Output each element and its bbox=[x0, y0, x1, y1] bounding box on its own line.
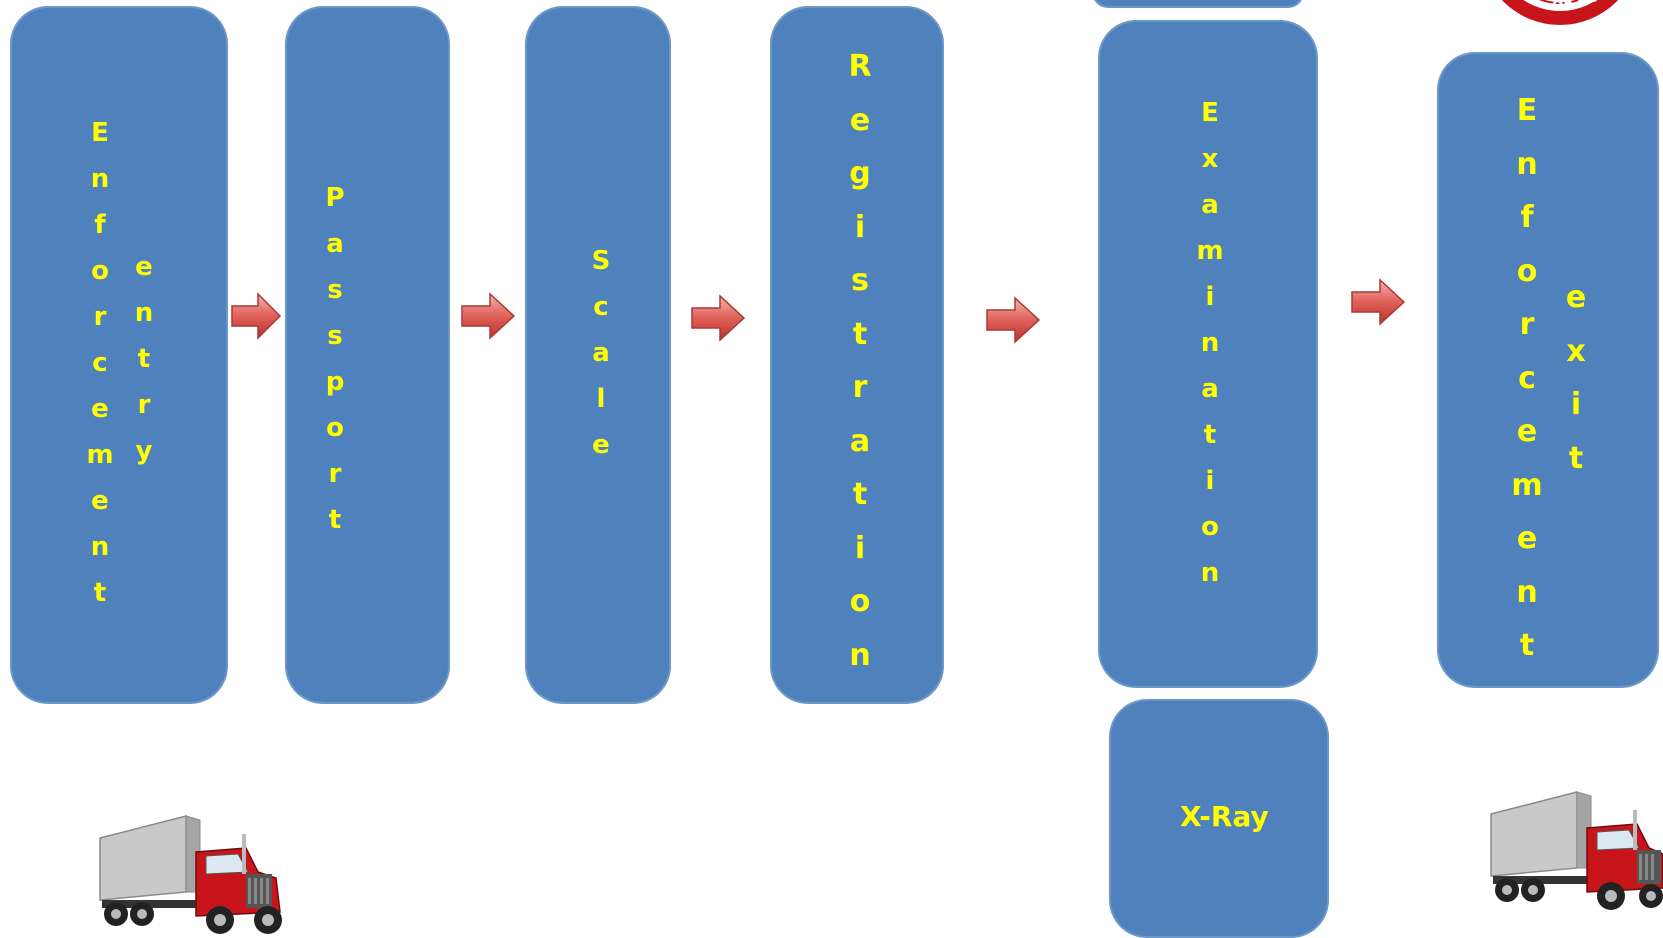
label-letter: m bbox=[86, 432, 113, 478]
enforcement-exit-box bbox=[1437, 52, 1659, 688]
label-letter: p bbox=[326, 359, 345, 405]
label-letter: g bbox=[849, 147, 870, 201]
label-letter: o bbox=[1201, 504, 1219, 550]
label-letter: P bbox=[325, 175, 344, 221]
label-letter: m bbox=[1511, 459, 1542, 513]
xray-label: X-Ray bbox=[1180, 800, 1269, 833]
label-letter: r bbox=[329, 451, 342, 497]
right-arrow-icon bbox=[460, 292, 516, 340]
customs-seal-icon: OF CUSTOMS bbox=[1460, 0, 1660, 40]
passport-box bbox=[285, 6, 450, 704]
label-letter: i bbox=[1571, 378, 1581, 432]
label-letter: s bbox=[851, 254, 869, 308]
label-letter: t bbox=[853, 468, 867, 522]
label-letter: t bbox=[1520, 619, 1534, 673]
label-letter: r bbox=[1520, 298, 1535, 352]
label-letter: n bbox=[1516, 566, 1537, 620]
label-letter: e bbox=[91, 386, 109, 432]
label-letter: i bbox=[1206, 274, 1215, 320]
label-letter: f bbox=[1520, 191, 1533, 245]
label-letter: n bbox=[849, 629, 870, 683]
label-letter: e bbox=[1517, 405, 1537, 459]
label-letter: n bbox=[1201, 320, 1220, 366]
right-arrow-icon bbox=[985, 296, 1041, 344]
label-letter: f bbox=[94, 202, 105, 248]
truck-icon bbox=[1487, 788, 1663, 914]
label-letter: a bbox=[592, 330, 610, 376]
label-letter: n bbox=[1516, 138, 1537, 192]
label-letter: n bbox=[135, 290, 154, 336]
label-letter: a bbox=[850, 415, 870, 469]
label-letter: m bbox=[1196, 228, 1223, 274]
right-arrow-icon bbox=[690, 294, 746, 342]
label-letter: s bbox=[327, 313, 342, 359]
label-letter: t bbox=[138, 336, 150, 382]
label-letter: i bbox=[1206, 458, 1215, 504]
label-letter: o bbox=[326, 405, 344, 451]
label-letter: t bbox=[1569, 432, 1583, 486]
label-letter: r bbox=[138, 382, 151, 428]
label-letter: e bbox=[1517, 512, 1537, 566]
label-letter: R bbox=[848, 40, 871, 94]
label-letter: t bbox=[329, 497, 341, 543]
label-letter: e bbox=[850, 94, 870, 148]
label-letter: c bbox=[593, 284, 608, 330]
label-letter: r bbox=[853, 361, 868, 415]
label-letter: x bbox=[1202, 136, 1219, 182]
label-letter: e bbox=[135, 244, 153, 290]
label-letter: i bbox=[855, 201, 865, 255]
top-partial-box bbox=[1092, 0, 1304, 8]
label-letter: c bbox=[1518, 352, 1536, 406]
label-letter: t bbox=[94, 570, 106, 616]
label-letter: l bbox=[597, 376, 606, 422]
label-letter: E bbox=[1517, 84, 1538, 138]
label-letter: o bbox=[850, 575, 871, 629]
truck-icon bbox=[96, 812, 286, 938]
right-arrow-icon bbox=[230, 292, 282, 340]
label-letter: e bbox=[91, 478, 109, 524]
label-letter: S bbox=[592, 238, 611, 284]
label-letter: o bbox=[91, 248, 109, 294]
right-arrow-icon bbox=[1350, 278, 1406, 326]
label-letter: e bbox=[1566, 271, 1586, 325]
label-letter: e bbox=[592, 422, 610, 468]
label-letter: t bbox=[1204, 412, 1216, 458]
label-letter: a bbox=[1201, 182, 1219, 228]
label-letter: s bbox=[327, 267, 342, 313]
label-letter: y bbox=[136, 428, 153, 474]
label-letter: o bbox=[1517, 245, 1538, 299]
label-letter: r bbox=[94, 294, 107, 340]
label-letter: t bbox=[853, 308, 867, 362]
label-letter: x bbox=[1566, 325, 1585, 379]
label-letter: n bbox=[91, 524, 110, 570]
label-letter: c bbox=[92, 340, 107, 386]
label-letter: n bbox=[1201, 550, 1220, 596]
label-letter: i bbox=[855, 522, 865, 576]
label-letter: a bbox=[326, 221, 344, 267]
label-letter: n bbox=[91, 156, 110, 202]
label-letter: E bbox=[91, 110, 109, 156]
label-letter: E bbox=[1201, 90, 1219, 136]
label-letter: a bbox=[1201, 366, 1219, 412]
